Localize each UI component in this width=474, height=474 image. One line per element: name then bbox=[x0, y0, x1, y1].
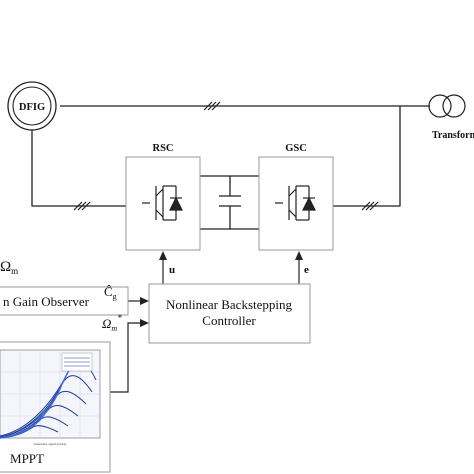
e-label: e bbox=[304, 264, 309, 276]
u-arrowhead bbox=[159, 251, 167, 260]
mppt-x-axis-label: Generator speed (rad/s) bbox=[34, 442, 68, 446]
mppt-legend bbox=[61, 352, 93, 372]
backstepping-controller: Nonlinear Backstepping Controller bbox=[148, 283, 311, 344]
mppt-arrowhead bbox=[140, 319, 149, 327]
mppt-to-controller-line bbox=[110, 322, 140, 393]
mppt-optimal-curve bbox=[0, 367, 71, 439]
dfig-generator: DFIG bbox=[7, 81, 57, 131]
power-lines bbox=[31, 105, 430, 230]
transformer-label: Transform bbox=[432, 130, 474, 141]
dfig-label: DFIG bbox=[19, 102, 45, 113]
gain-observer: n Gain Observer bbox=[0, 286, 129, 316]
phase-mark-rsc bbox=[73, 201, 91, 211]
controller-line2: Controller bbox=[202, 313, 256, 328]
mppt-block: Generator speed (rad/s) MPPT bbox=[0, 341, 111, 473]
rsc-converter: RSC bbox=[125, 143, 201, 251]
rsc-label: RSC bbox=[152, 143, 173, 154]
mppt-label: MPPT bbox=[10, 451, 44, 466]
mppt-power-curves-plot: Generator speed (rad/s) bbox=[0, 349, 101, 446]
gsc-to-transformer-line bbox=[333, 106, 401, 207]
u-label: u bbox=[169, 264, 175, 276]
transformer: Transform bbox=[428, 94, 474, 141]
omega-m-label: Ωm bbox=[0, 259, 18, 276]
control-arrows bbox=[110, 251, 303, 393]
e-arrowhead bbox=[295, 251, 303, 260]
observer-label: n Gain Observer bbox=[3, 294, 90, 309]
controller-line1: Nonlinear Backstepping bbox=[166, 297, 292, 312]
observer-arrowhead bbox=[140, 297, 149, 305]
three-phase-marks bbox=[73, 101, 379, 211]
gsc-label: GSC bbox=[285, 143, 307, 154]
phase-mark-top bbox=[203, 101, 221, 111]
dfig-to-rsc-line bbox=[31, 128, 126, 207]
phase-mark-gsc bbox=[361, 201, 379, 211]
gsc-igbt-symbol bbox=[275, 185, 316, 221]
rsc-igbt-symbol bbox=[142, 185, 183, 221]
c-hat-label: Ĉg bbox=[104, 284, 117, 301]
omega-ref-label: Ωm* bbox=[102, 313, 122, 333]
gsc-converter: GSC bbox=[258, 143, 334, 251]
